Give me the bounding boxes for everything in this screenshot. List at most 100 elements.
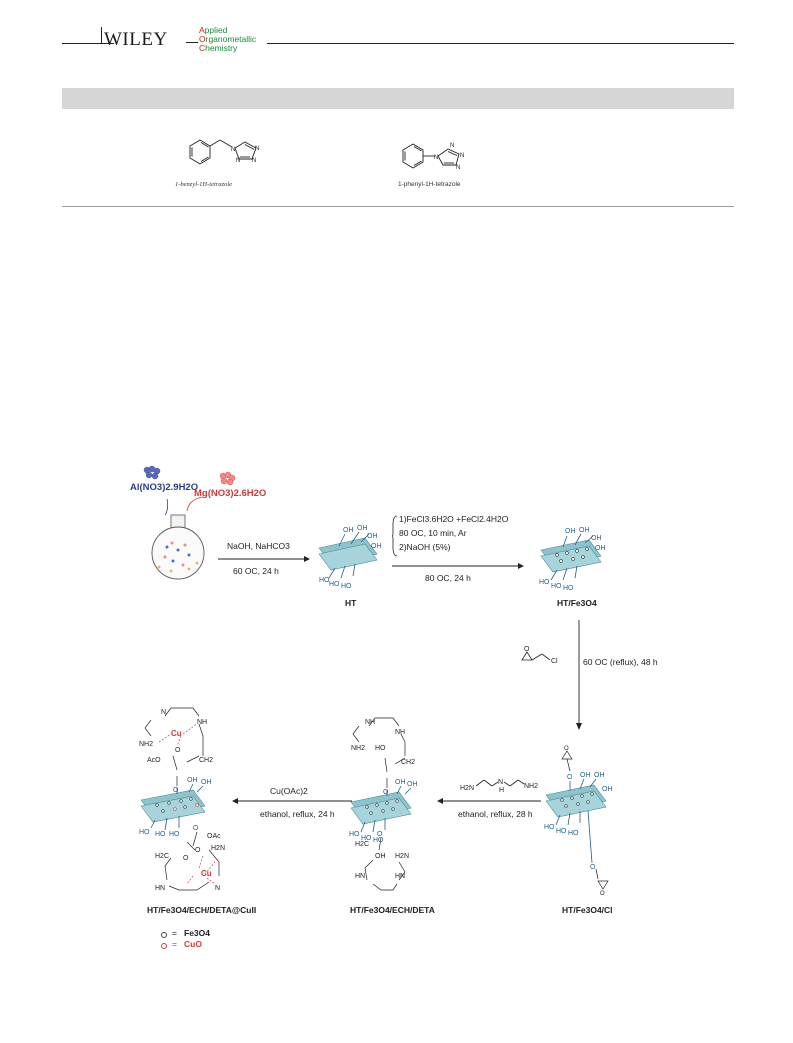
reagent-al-nitrate: Al(NO3)2.9H2O	[130, 482, 199, 493]
molecule-label-benzyl: 1-benzyl-1H-tetrazole	[175, 181, 233, 188]
atom-n: N	[231, 147, 235, 153]
cl-hydroxyl: HO	[568, 830, 579, 837]
cl-oxygen: O	[567, 774, 573, 781]
fe3o4-hydroxyl: OH	[579, 527, 590, 534]
arrow-step-4	[437, 798, 541, 804]
ht-fe3o4-cl-structure: O OH OH OH HO HO HO O O O	[544, 746, 613, 895]
deta-hydroxyl: OH	[407, 781, 418, 788]
cu-oac: OAc	[207, 833, 221, 840]
step5-conditions-top: Cu(OAc)2	[270, 786, 308, 796]
legend-fe3o4-label: Fe3O4	[184, 928, 210, 938]
ht-hydroxyl: OH	[371, 543, 382, 550]
deta-hydroxyl: HO	[373, 837, 384, 844]
journal-logo: Applied Organometallic Chemistry	[199, 26, 256, 53]
step2-conditions-line2: 80 OC, 10 min, Ar	[399, 528, 467, 538]
reagent-mg-nitrate: Mg(NO3)2.6H2O	[194, 488, 267, 499]
cu-hn: HN	[155, 885, 165, 892]
cu-hydroxyl: HO	[139, 829, 150, 836]
journal-line-2: Organometallic	[199, 34, 257, 44]
ech-ch2: CH2	[401, 759, 415, 766]
deta-nh: NH	[395, 729, 405, 736]
table-header-bar	[62, 88, 734, 109]
amine-h: H	[499, 787, 504, 794]
deta-hydroxyl: HO	[361, 835, 372, 842]
journal-line-1: Applied	[199, 25, 228, 35]
copper-center: Cu	[171, 729, 182, 738]
step2-conditions-line1: 1)FeCl3.6H2O +FeCl2.4H2O	[399, 514, 509, 524]
legend-cuo-eq: =	[172, 939, 177, 949]
cu-oxygen: O	[193, 825, 199, 832]
atom-n: N	[434, 155, 438, 161]
deta-nh2: NH2	[351, 745, 365, 752]
label-cu-complex: HT/Fe3O4/ECH/DETA@CuII	[147, 905, 257, 915]
cu-nh2: H2N	[211, 845, 225, 852]
epoxide-oxygen: O	[524, 646, 530, 653]
fe3o4-hydroxyl: HO	[551, 583, 562, 590]
ht-hydroxyl: HO	[329, 581, 340, 588]
amine-nh2: NH2	[524, 783, 538, 790]
label-ht-fe3o4: HT/Fe3O4	[557, 598, 597, 608]
ht-hydroxyl: OH	[343, 527, 354, 534]
deta-nh: NH	[365, 719, 375, 726]
step3-conditions: 60 OC (reflux), 48 h	[583, 657, 658, 667]
cl-hydroxyl: OH	[580, 772, 591, 779]
benzyl-tetrazole-structure: N N N N	[189, 139, 259, 165]
ht-layered-sheet: OH OH OH OH HO HO HO	[318, 525, 382, 590]
step4-conditions: ethanol, reflux, 28 h	[458, 809, 533, 819]
cu-hydroxyl: HO	[155, 831, 166, 838]
ech-h2c: H2C	[355, 841, 369, 848]
cl-oxygen: O	[590, 864, 596, 871]
epoxide-oxygen: O	[600, 891, 605, 895]
cu-complex-structure: N NH NH2 O AcO CH2 OAc O H2N H2C O HN N …	[139, 707, 225, 892]
cu-oxygen: O	[195, 847, 201, 854]
arrow-step-5	[232, 798, 352, 804]
label-ht-fe3o4-ech-deta: HT/Fe3O4/ECH/DETA	[350, 905, 435, 915]
atom-n: N	[456, 165, 460, 171]
step1-conditions-bottom: 60 OC, 24 h	[233, 566, 279, 576]
cu-oxygen: O	[183, 855, 189, 862]
cl-hydroxyl: HO	[544, 824, 555, 831]
atom-n: N	[255, 146, 259, 152]
legend-cuo-dot	[161, 943, 167, 949]
arrow-step-3	[576, 620, 582, 730]
ht-fe3o4-sheet: OH OH OH OH HO HO HO	[539, 527, 606, 592]
header-rule-right	[267, 43, 734, 44]
cl-hydroxyl: HO	[556, 828, 567, 835]
cu-n: N	[215, 885, 220, 892]
molecule-label-phenyl: 1-phenyl-1H-tetrazole	[398, 181, 461, 188]
legend-cuo-label: CuO	[184, 939, 202, 949]
step1-conditions-top: NaOH, NaHCO3	[227, 541, 290, 551]
cu-oxygen: O	[173, 787, 179, 794]
deta-hydroxyl: OH	[395, 779, 406, 786]
amine-n: N	[498, 779, 503, 786]
legend-fe3o4-eq: =	[172, 928, 177, 938]
deta-nh2: H2N	[395, 853, 409, 860]
ht-hydroxyl: OH	[367, 533, 378, 540]
label-ht: HT	[345, 598, 357, 608]
ht-fe3o4-ech-deta-structure: NH NH NH2 HO CH2 H2C OH H2N HN HN O OH O…	[349, 717, 418, 891]
table-bottom-rule	[62, 206, 734, 207]
deta-oxygen: O	[377, 831, 383, 838]
fe3o4-hydroxyl: HO	[539, 579, 550, 586]
atom-n: N	[460, 153, 464, 159]
cu-hydroxyl: HO	[169, 831, 180, 838]
header-vertical-rule	[101, 27, 102, 44]
ech-oh: HO	[375, 745, 386, 752]
chlorine-atom: Cl	[551, 658, 558, 665]
header-rule-left	[62, 43, 114, 44]
cu-hydroxyl: OH	[187, 777, 198, 784]
cl-hydroxyl: OH	[602, 786, 613, 793]
deta-structure: H2N N H NH2	[460, 779, 538, 794]
ht-hydroxyl: HO	[341, 583, 352, 590]
copper-center: Cu	[201, 869, 212, 878]
amine-h2n: H2N	[460, 785, 474, 792]
epichlorohydrin-structure: O Cl	[521, 646, 558, 665]
step5-conditions-bottom: ethanol, reflux, 24 h	[260, 809, 335, 819]
deta-hydroxyl: HO	[349, 831, 360, 838]
mg-nitrate-cluster-icon	[219, 471, 236, 486]
step2-conditions-bottom: 80 OC, 24 h	[425, 573, 471, 583]
phenyl-tetrazole-structure: N N N N	[402, 143, 464, 171]
deta-oxygen: O	[383, 789, 389, 796]
cu-aco: AcO	[147, 757, 161, 764]
atom-n: N	[236, 158, 240, 164]
